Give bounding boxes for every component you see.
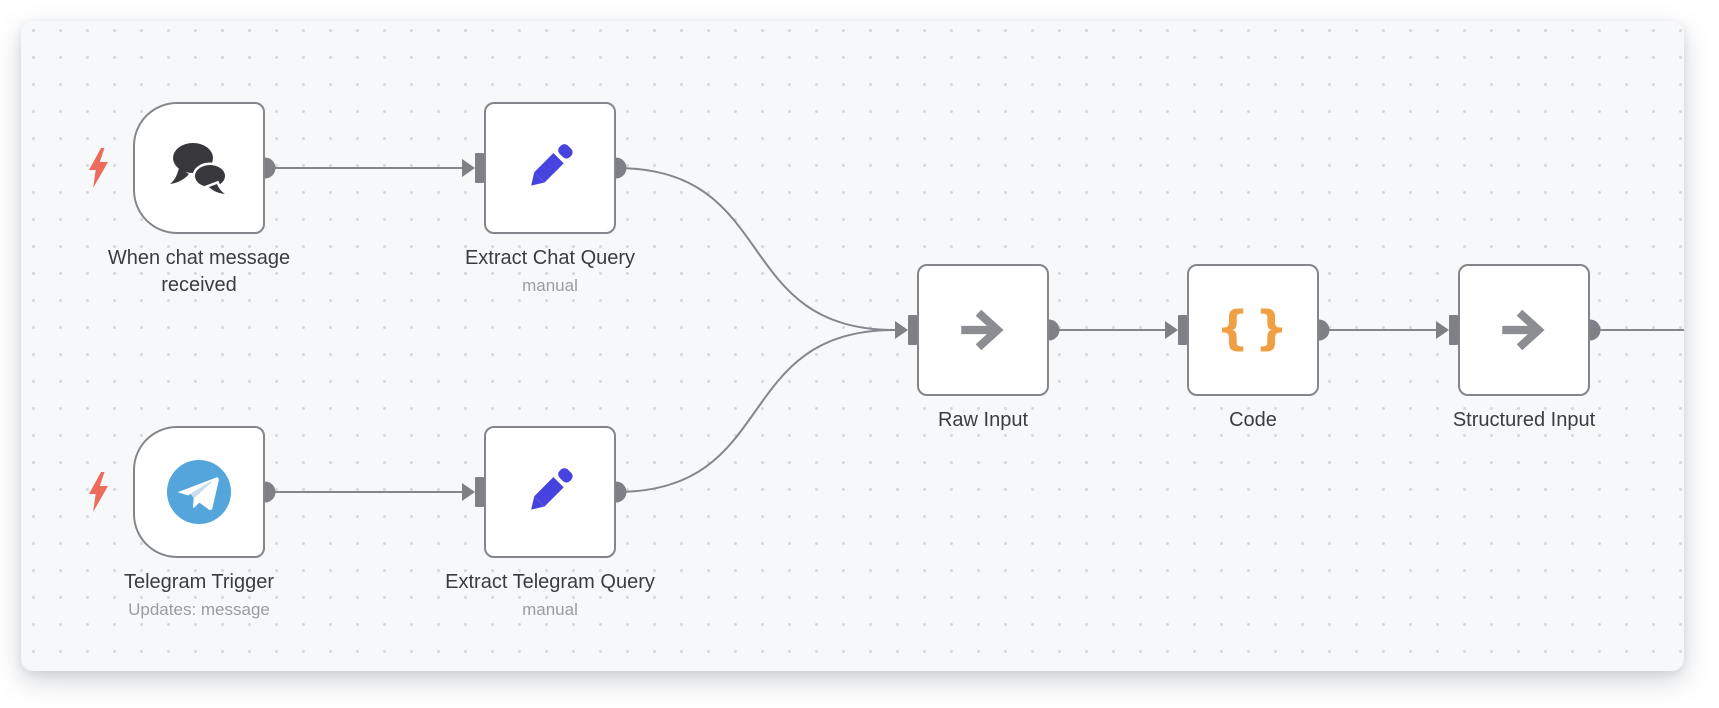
node-subtitle: manual (522, 276, 578, 295)
arrow-right-icon (1495, 301, 1553, 359)
pencil-icon (519, 137, 581, 199)
node-meta: Code (1123, 407, 1383, 434)
workflow-canvas[interactable]: When chat message received Extract Chat … (21, 21, 1684, 671)
input-connector[interactable] (1178, 315, 1187, 345)
trigger-bolt-icon (88, 472, 109, 512)
input-connector-arrow[interactable] (895, 321, 908, 339)
input-connector-arrow[interactable] (462, 159, 475, 177)
arrow-right-icon (954, 301, 1012, 359)
node-meta: Telegram Trigger Updates: message (69, 569, 329, 621)
node-label: Extract Telegram Query (445, 571, 655, 593)
node-label: Telegram Trigger (123, 571, 275, 593)
pencil-icon (519, 461, 581, 523)
node-box[interactable] (484, 102, 616, 234)
node-label: Structured Input (1452, 409, 1596, 431)
node-box[interactable] (1458, 264, 1590, 396)
input-connector-arrow[interactable] (1436, 321, 1449, 339)
node-box[interactable] (133, 426, 265, 558)
input-connector[interactable] (1449, 315, 1458, 345)
trigger-bolt-icon (88, 148, 109, 188)
node-meta: Extract Chat Query manual (420, 245, 680, 297)
node-subtitle: manual (522, 600, 578, 619)
chat-bubbles-icon (165, 134, 233, 202)
node-box[interactable] (484, 426, 616, 558)
code-braces-icon: {} (1216, 301, 1294, 355)
node-meta: Structured Input (1394, 407, 1654, 434)
node-subtitle: Updates: message (128, 600, 270, 619)
input-connector[interactable] (475, 477, 484, 507)
workflow-node-extract-telegram-query[interactable]: Extract Telegram Query manual (445, 426, 655, 619)
workflow-node-code[interactable]: {} Code (1187, 264, 1319, 431)
node-label: Raw Input (937, 409, 1029, 431)
input-connector-arrow[interactable] (1165, 321, 1178, 339)
workflow-node-structured-input[interactable]: Structured Input (1453, 264, 1595, 431)
node-label: Extract Chat Query (464, 247, 636, 269)
node-box[interactable] (917, 264, 1049, 396)
node-label: Code (1229, 409, 1277, 431)
node-box[interactable] (133, 102, 265, 234)
telegram-icon (166, 459, 232, 525)
node-label: When chat message received (107, 247, 291, 296)
node-meta: Extract Telegram Query manual (420, 569, 680, 621)
node-meta: Raw Input (853, 407, 1113, 434)
connection-line[interactable] (615, 329, 896, 493)
input-connector[interactable] (908, 315, 917, 345)
workflow-node-chat-trigger[interactable]: When chat message received (89, 102, 290, 296)
node-box[interactable]: {} (1187, 264, 1319, 396)
input-connector-arrow[interactable] (462, 483, 475, 501)
workflow-node-telegram-trigger[interactable]: Telegram Trigger Updates: message (89, 426, 274, 619)
connection-line[interactable] (615, 167, 896, 331)
workflow-node-extract-chat-query[interactable]: Extract Chat Query manual (465, 102, 635, 295)
input-connector[interactable] (475, 153, 484, 183)
node-meta: When chat message received (69, 245, 329, 299)
workflow-node-raw-input[interactable]: Raw Input (917, 264, 1049, 431)
